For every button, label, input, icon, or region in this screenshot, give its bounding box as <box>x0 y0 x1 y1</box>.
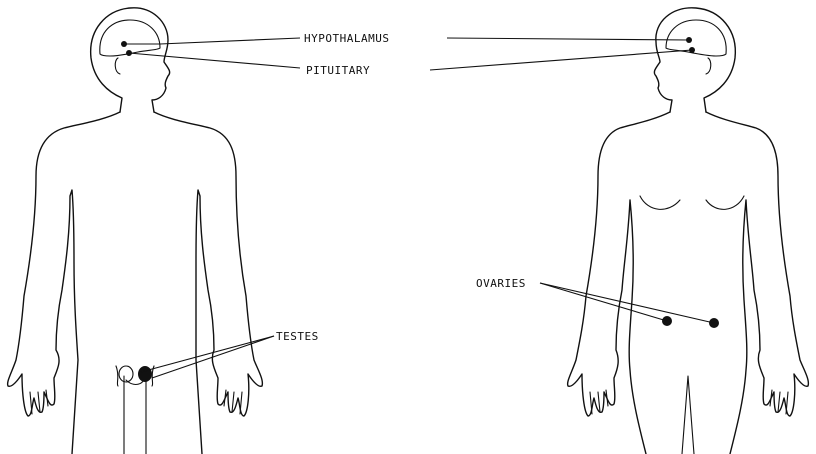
male-body-outline-right <box>154 112 262 454</box>
pituitary-leader-male <box>129 53 300 68</box>
female-head <box>654 8 735 112</box>
female-leg-split <box>682 376 694 454</box>
ovaries-leader-2 <box>540 283 714 323</box>
female-brain <box>666 20 726 56</box>
male-figure <box>8 8 263 454</box>
testes-leader-2 <box>152 336 274 378</box>
male-body-outline <box>8 112 120 454</box>
female-breast-right <box>706 196 744 209</box>
male-testis-right <box>138 366 152 382</box>
female-body-outline-right <box>706 112 808 454</box>
ovaries-label: OVARIES <box>476 277 526 290</box>
female-body-outline-left <box>568 112 670 454</box>
hypothalamus-leader-female <box>447 38 689 40</box>
pituitary-leader-female <box>430 50 692 70</box>
female-figure <box>568 8 809 454</box>
female-breast-left <box>640 196 680 209</box>
female-ear <box>706 58 711 74</box>
male-head <box>91 8 170 112</box>
male-ear <box>115 58 120 74</box>
testes-leader-1 <box>141 336 274 372</box>
ovaries-leader-1 <box>540 283 667 321</box>
pituitary-label: PITUITARY <box>306 64 370 77</box>
labels: HYPOTHALAMUS PITUITARY TESTES OVARIES <box>276 30 526 343</box>
hypothalamus-leader-male <box>124 38 300 44</box>
hypothalamus-label: HYPOTHALAMUS <box>304 32 389 45</box>
testes-label: TESTES <box>276 330 319 343</box>
